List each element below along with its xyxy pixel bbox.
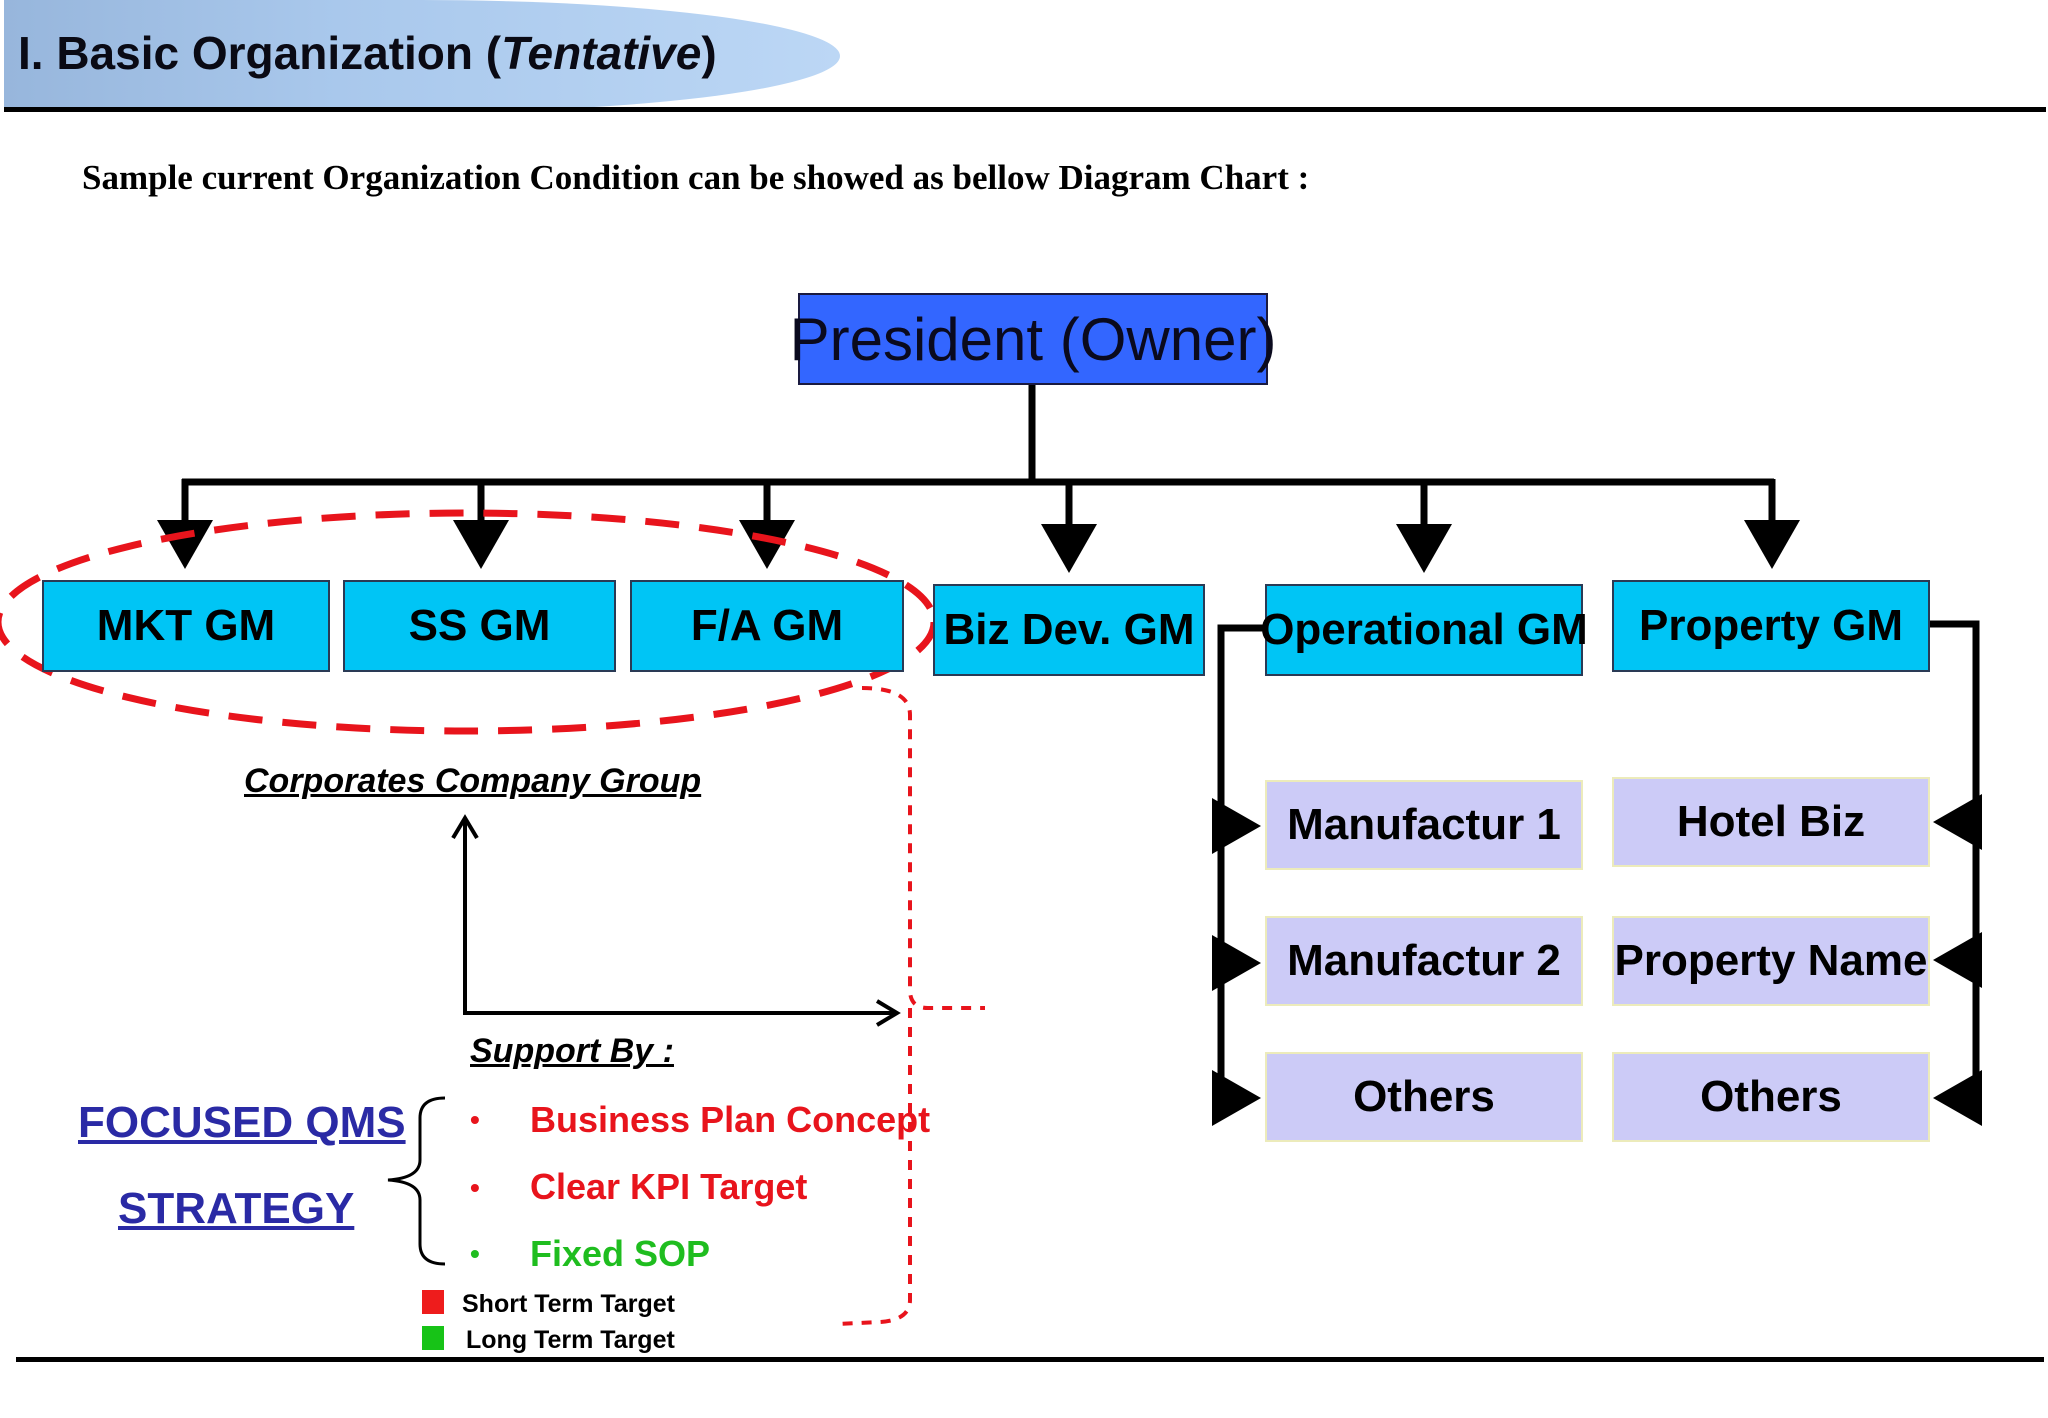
ops-bracket-line [1217,624,1265,1098]
operational-unit-box: Manufactur 1 [1265,780,1583,870]
strategy-line-1: FOCUSED QMS [78,1098,406,1147]
operational-unit-label: Others [1353,1072,1495,1121]
bullet-dot: • [470,1238,480,1269]
property-unit-box: Others [1612,1052,1930,1142]
support-item: Fixed SOP [530,1233,711,1274]
title-italic-text: Tentative [501,27,702,79]
support-dashed-bracket [861,686,985,1010]
operational-unit-box: Manufactur 2 [1265,916,1583,1006]
property-unit-label: Others [1700,1072,1842,1121]
mkt-gm-label: MKT GM [96,601,276,650]
subtitle: Sample current Organization Condition ca… [82,158,1310,197]
fa-gm-label: F/A GM [690,601,844,650]
property-gm-label: Property GM [1638,601,1904,650]
biz-dev-gm-box: Biz Dev. GM [933,584,1205,676]
operational-unit-label: Manufactur 2 [1287,936,1561,985]
biz-dev-gm-label: Biz Dev. GM [943,605,1195,654]
strategy-brace [387,1096,446,1266]
operational-gm-box: Operational GM [1260,584,1588,676]
bullet-dot: • [470,1172,480,1203]
ss-gm-box: SS GM [343,580,616,672]
property-unit-label: Property Name [1614,936,1928,985]
corporate-group-label: Corporates Company Group [244,762,702,800]
title-end-text: ) [701,27,717,79]
support-item: Business Plan Concept [530,1099,931,1140]
prop-bracket-line [1930,620,1980,1098]
ss-gm-label: SS GM [408,601,551,650]
support-connector-line [463,822,894,1015]
property-gm-box: Property GM [1612,580,1930,672]
title-text: I. Basic Organization ( [18,27,502,79]
footer-rule [16,1357,2044,1362]
legend-label-long: Long Term Target [466,1326,675,1354]
page-title: I. Basic Organization (Tentative) [18,26,717,80]
support-by-label: Support By : [470,1032,674,1070]
bullet-dot: • [470,1104,480,1135]
legend-swatch-long [422,1326,444,1350]
strategy-line-2: STRATEGY [118,1184,355,1233]
property-unit-box: Hotel Biz [1612,777,1930,867]
president-box: President (Owner) [790,293,1276,385]
header-banner [4,0,840,112]
support-arrow-up [451,814,479,840]
operational-gm-label: Operational GM [1260,605,1588,654]
support-arrow-right [875,999,901,1027]
support-item: Clear KPI Target [530,1166,808,1207]
president-label: President (Owner) [789,305,1277,373]
operational-unit-box: Others [1265,1052,1583,1142]
property-unit-box: Property Name [1612,916,1930,1006]
legend-swatch-short [422,1290,444,1314]
property-unit-label: Hotel Biz [1676,797,1866,846]
mkt-gm-box: MKT GM [42,580,330,672]
fa-gm-box: F/A GM [630,580,904,672]
operational-unit-label: Manufactur 1 [1287,800,1561,849]
legend-label-short: Short Term Target [462,1290,675,1318]
support-dashed-bracket-lower [837,1008,912,1326]
header-rule [4,107,2046,112]
